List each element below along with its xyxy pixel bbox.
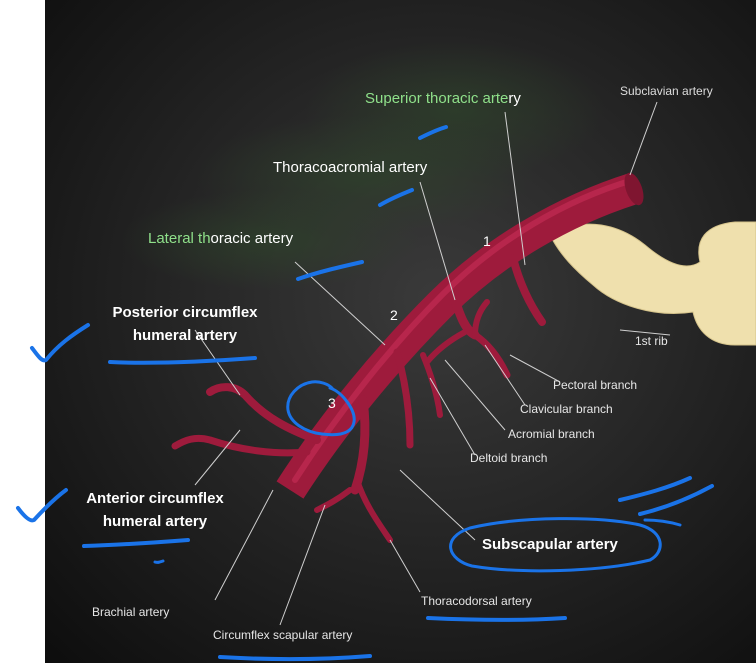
- annotation-underline: [110, 358, 255, 363]
- annotation-checkmark: [32, 325, 88, 360]
- annotation-checkmark: [18, 490, 66, 520]
- annotation-underline: [428, 618, 565, 620]
- annotation-underline: [84, 540, 188, 546]
- annotation-underline: [420, 127, 446, 138]
- annotation-circle: [288, 382, 354, 435]
- annotation-underline: [380, 190, 412, 205]
- annotation-circle: [451, 519, 661, 571]
- annotation-arrow: [620, 478, 690, 500]
- annotation-underline: [298, 262, 362, 279]
- annotation-tick: [155, 561, 163, 562]
- annotation-underline: [220, 656, 370, 659]
- annotation-arrow: [645, 520, 680, 525]
